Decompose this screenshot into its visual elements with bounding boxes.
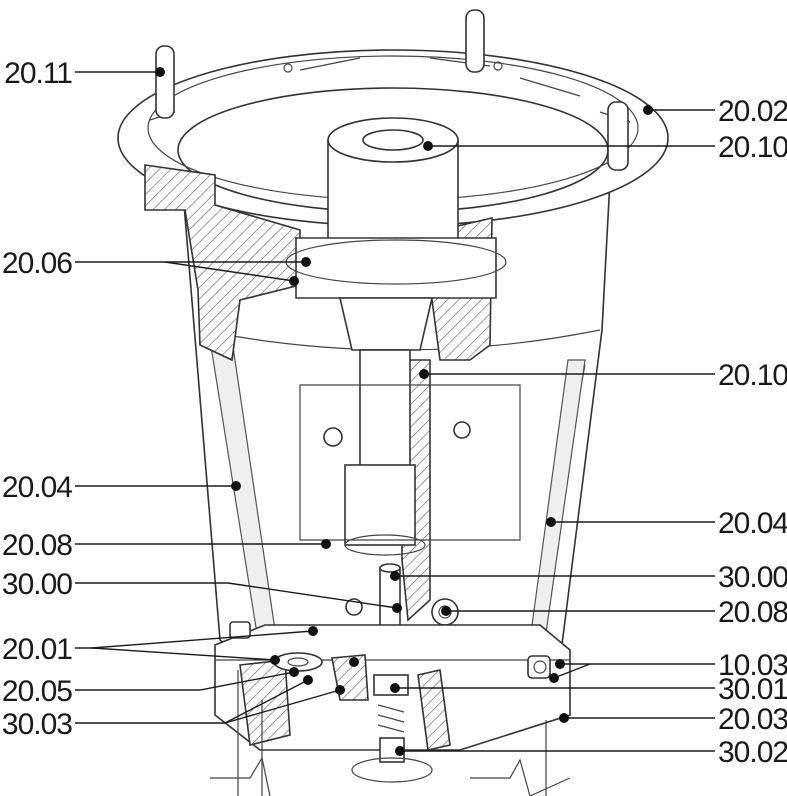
label-30-03: 30.03 [2, 708, 72, 741]
label-20-01: 20.01 [2, 633, 72, 666]
leader-lines [75, 71, 715, 752]
label-30-00-right: 30.00 [718, 561, 787, 594]
label-20-08-left: 20.08 [2, 529, 72, 562]
label-30-00-left: 30.00 [2, 568, 72, 601]
label-20-03: 20.03 [718, 703, 787, 736]
labels-left: 20.11 20.06 20.04 20.08 30.00 20.01 20.0… [2, 57, 73, 741]
labels-right: 20.02 20.10 20.10 20.04 30.00 20.08 10.0… [718, 95, 787, 769]
label-20-10-top: 20.10 [718, 131, 787, 164]
label-30-01: 30.01 [718, 673, 787, 706]
label-30-02: 30.02 [718, 736, 787, 769]
label-20-04-right: 20.04 [718, 507, 787, 540]
label-20-06: 20.06 [2, 247, 72, 280]
label-20-05: 20.05 [2, 675, 72, 708]
label-20-08-right: 20.08 [718, 596, 787, 629]
label-20-02: 20.02 [718, 95, 787, 128]
label-20-04-left: 20.04 [2, 471, 72, 504]
leader-dots [155, 67, 653, 756]
label-20-10-mid: 20.10 [718, 359, 787, 392]
assembly-drawing [117, 9, 669, 796]
label-20-11: 20.11 [4, 57, 72, 90]
label-10-03: 10.03 [718, 649, 787, 682]
